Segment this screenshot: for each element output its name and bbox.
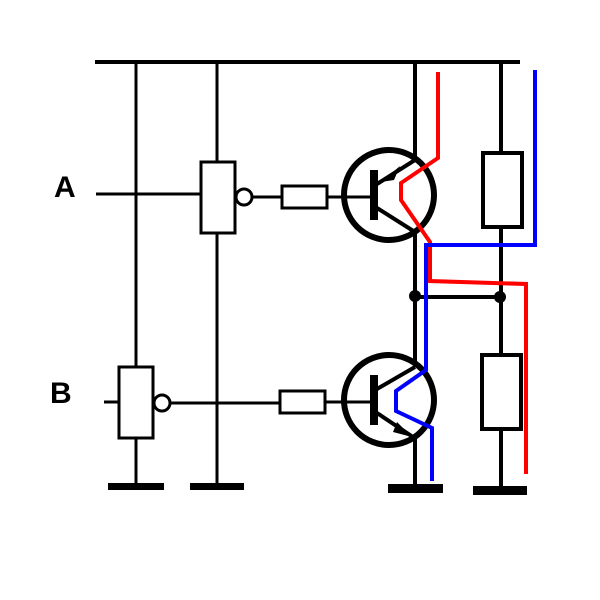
base-resistor-upper bbox=[280, 184, 329, 210]
ground-symbol bbox=[388, 484, 443, 493]
transistor-lower-collector bbox=[375, 365, 417, 391]
base-resistor-lower bbox=[278, 389, 327, 415]
load-resistor-upper bbox=[481, 151, 524, 229]
load-resistor-lower bbox=[480, 353, 523, 431]
transistor-upper-arrow-icon bbox=[381, 166, 400, 182]
inverter-a bbox=[199, 160, 237, 235]
transistor-upper-collector bbox=[375, 206, 417, 234]
transistor-lower-npn bbox=[341, 352, 437, 448]
ground-symbol bbox=[108, 483, 164, 490]
transistor-upper-pnp bbox=[341, 147, 437, 243]
ground-symbol bbox=[190, 483, 244, 490]
current-path-red bbox=[399, 72, 528, 474]
ground-symbol bbox=[473, 486, 527, 495]
input-b-label: B bbox=[50, 377, 72, 410]
inverter-b-bubble bbox=[152, 393, 172, 413]
current-path-blue bbox=[394, 70, 537, 481]
input-a-label: A bbox=[54, 171, 76, 204]
junction-dot-right bbox=[494, 291, 506, 303]
inverter-a-bubble bbox=[234, 187, 254, 207]
inverter-b bbox=[117, 365, 155, 440]
transistor-lower-arrow-icon bbox=[393, 422, 412, 437]
junction-dot-left bbox=[409, 290, 421, 302]
